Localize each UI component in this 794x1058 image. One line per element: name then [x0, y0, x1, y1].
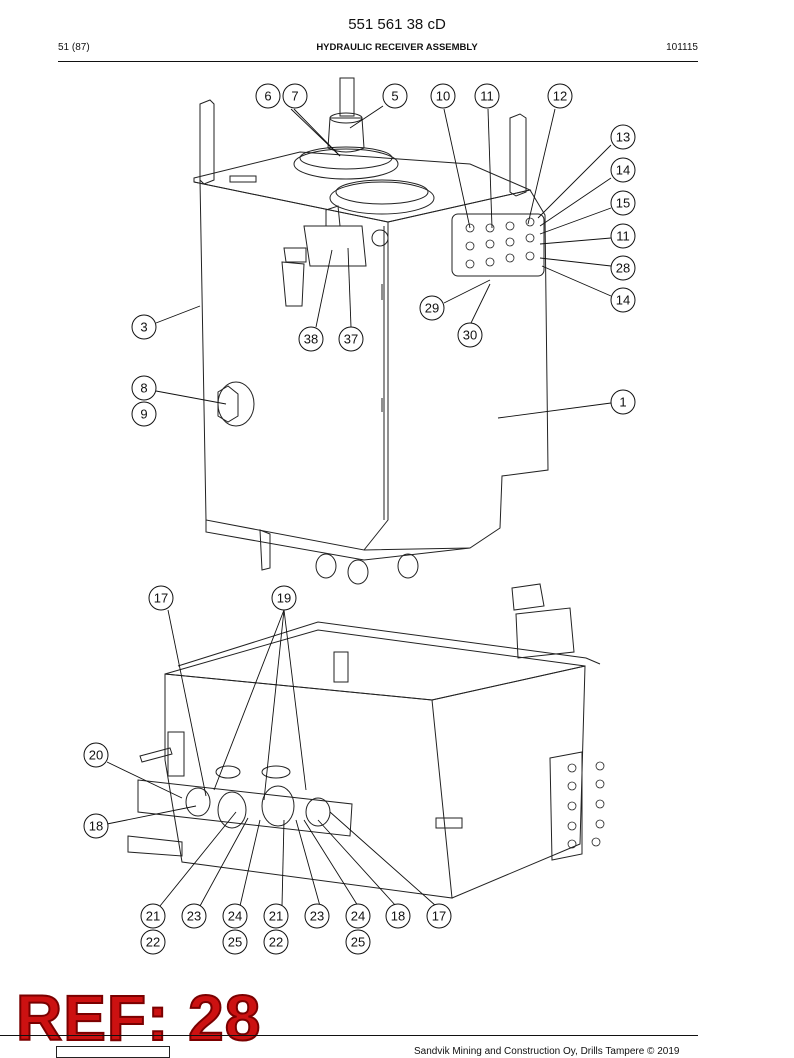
callout-label: 13 [616, 130, 630, 145]
callout-14-lower: 14 [610, 287, 636, 313]
callout-23-b: 23 [304, 903, 330, 929]
callout-label: 23 [310, 909, 324, 924]
callout-label: 14 [616, 293, 630, 308]
callout-12: 12 [547, 83, 573, 109]
callout-label: 19 [277, 591, 291, 606]
callout-label: 6 [264, 89, 271, 104]
callout-label: 24 [351, 909, 365, 924]
callout-25-a: 25 [222, 929, 248, 955]
callout-25-b: 25 [345, 929, 371, 955]
callout-label: 10 [436, 89, 450, 104]
callout-9: 9 [131, 401, 157, 427]
callout-24-a: 24 [222, 903, 248, 929]
callout-28: 28 [610, 255, 636, 281]
lower-tank-drawing [127, 583, 605, 899]
callout-label: 18 [391, 909, 405, 924]
callout-8: 8 [131, 375, 157, 401]
callout-18-left: 18 [83, 813, 109, 839]
callout-19: 19 [271, 585, 297, 611]
callout-21-b: 21 [263, 903, 289, 929]
callout-37: 37 [338, 326, 364, 352]
sandvik-logo [56, 1046, 170, 1058]
callout-label: 24 [228, 909, 242, 924]
callout-1: 1 [610, 389, 636, 415]
callout-label: 20 [89, 748, 103, 763]
callout-label: 28 [616, 261, 630, 276]
callout-label: 8 [140, 381, 147, 396]
document-code: 101115 [666, 42, 698, 53]
callout-21-a: 21 [140, 903, 166, 929]
callout-label: 11 [480, 89, 494, 104]
callout-15: 15 [610, 190, 636, 216]
callout-label: 38 [304, 332, 318, 347]
callout-label: 12 [553, 89, 567, 104]
page-title: HYDRAULIC RECEIVER ASSEMBLY [316, 42, 478, 53]
callout-5: 5 [382, 83, 408, 109]
callout-label: 15 [616, 196, 630, 211]
callout-label: 1 [619, 395, 626, 410]
callout-38: 38 [298, 326, 324, 352]
callout-29: 29 [419, 295, 445, 321]
callout-label: 11 [616, 229, 630, 244]
callout-10: 10 [430, 83, 456, 109]
leader-lines [106, 105, 612, 907]
callout-label: 14 [616, 163, 630, 178]
callout-label: 21 [269, 909, 283, 924]
callout-23-a: 23 [181, 903, 207, 929]
callout-label: 29 [425, 301, 439, 316]
callout-label: 18 [89, 819, 103, 834]
callout-label: 22 [146, 935, 160, 950]
callout-label: 17 [432, 909, 446, 924]
callout-24-b: 24 [345, 903, 371, 929]
page-number: 51 (87) [58, 42, 90, 53]
callout-11-top: 11 [474, 83, 500, 109]
callout-13: 13 [610, 124, 636, 150]
callout-18-bottom: 18 [385, 903, 411, 929]
footer-copyright: Sandvik Mining and Construction Oy, Dril… [414, 1046, 680, 1057]
callout-30: 30 [457, 322, 483, 348]
callout-label: 21 [146, 909, 160, 924]
callout-22-a: 22 [140, 929, 166, 955]
callout-label: 7 [291, 89, 298, 104]
callout-label: 5 [391, 89, 398, 104]
callout-label: 9 [140, 407, 147, 422]
callout-20: 20 [83, 742, 109, 768]
upper-tank-drawing [193, 77, 549, 585]
document-number: 551 561 38 cD [348, 16, 446, 33]
callout-7: 7 [282, 83, 308, 109]
ref-stamp: REF: 28 [15, 982, 262, 1054]
callout-3: 3 [131, 314, 157, 340]
callout-label: 37 [344, 332, 358, 347]
callout-22-b: 22 [263, 929, 289, 955]
callout-17-top: 17 [148, 585, 174, 611]
callout-label: 23 [187, 909, 201, 924]
callout-6: 6 [255, 83, 281, 109]
footer-rule [0, 1035, 698, 1036]
callout-label: 22 [269, 935, 283, 950]
callout-bubbles: 6 7 5 10 11 12 13 14 15 11 28 14 29 30 3… [83, 83, 636, 955]
header-rule [58, 61, 698, 62]
callout-label: 25 [228, 935, 242, 950]
callout-17-bottom: 17 [426, 903, 452, 929]
callout-14-upper: 14 [610, 157, 636, 183]
callout-label: 30 [463, 328, 477, 343]
callout-label: 25 [351, 935, 365, 950]
callout-label: 17 [154, 591, 168, 606]
callout-label: 3 [140, 320, 147, 335]
callout-11-side: 11 [610, 223, 636, 249]
